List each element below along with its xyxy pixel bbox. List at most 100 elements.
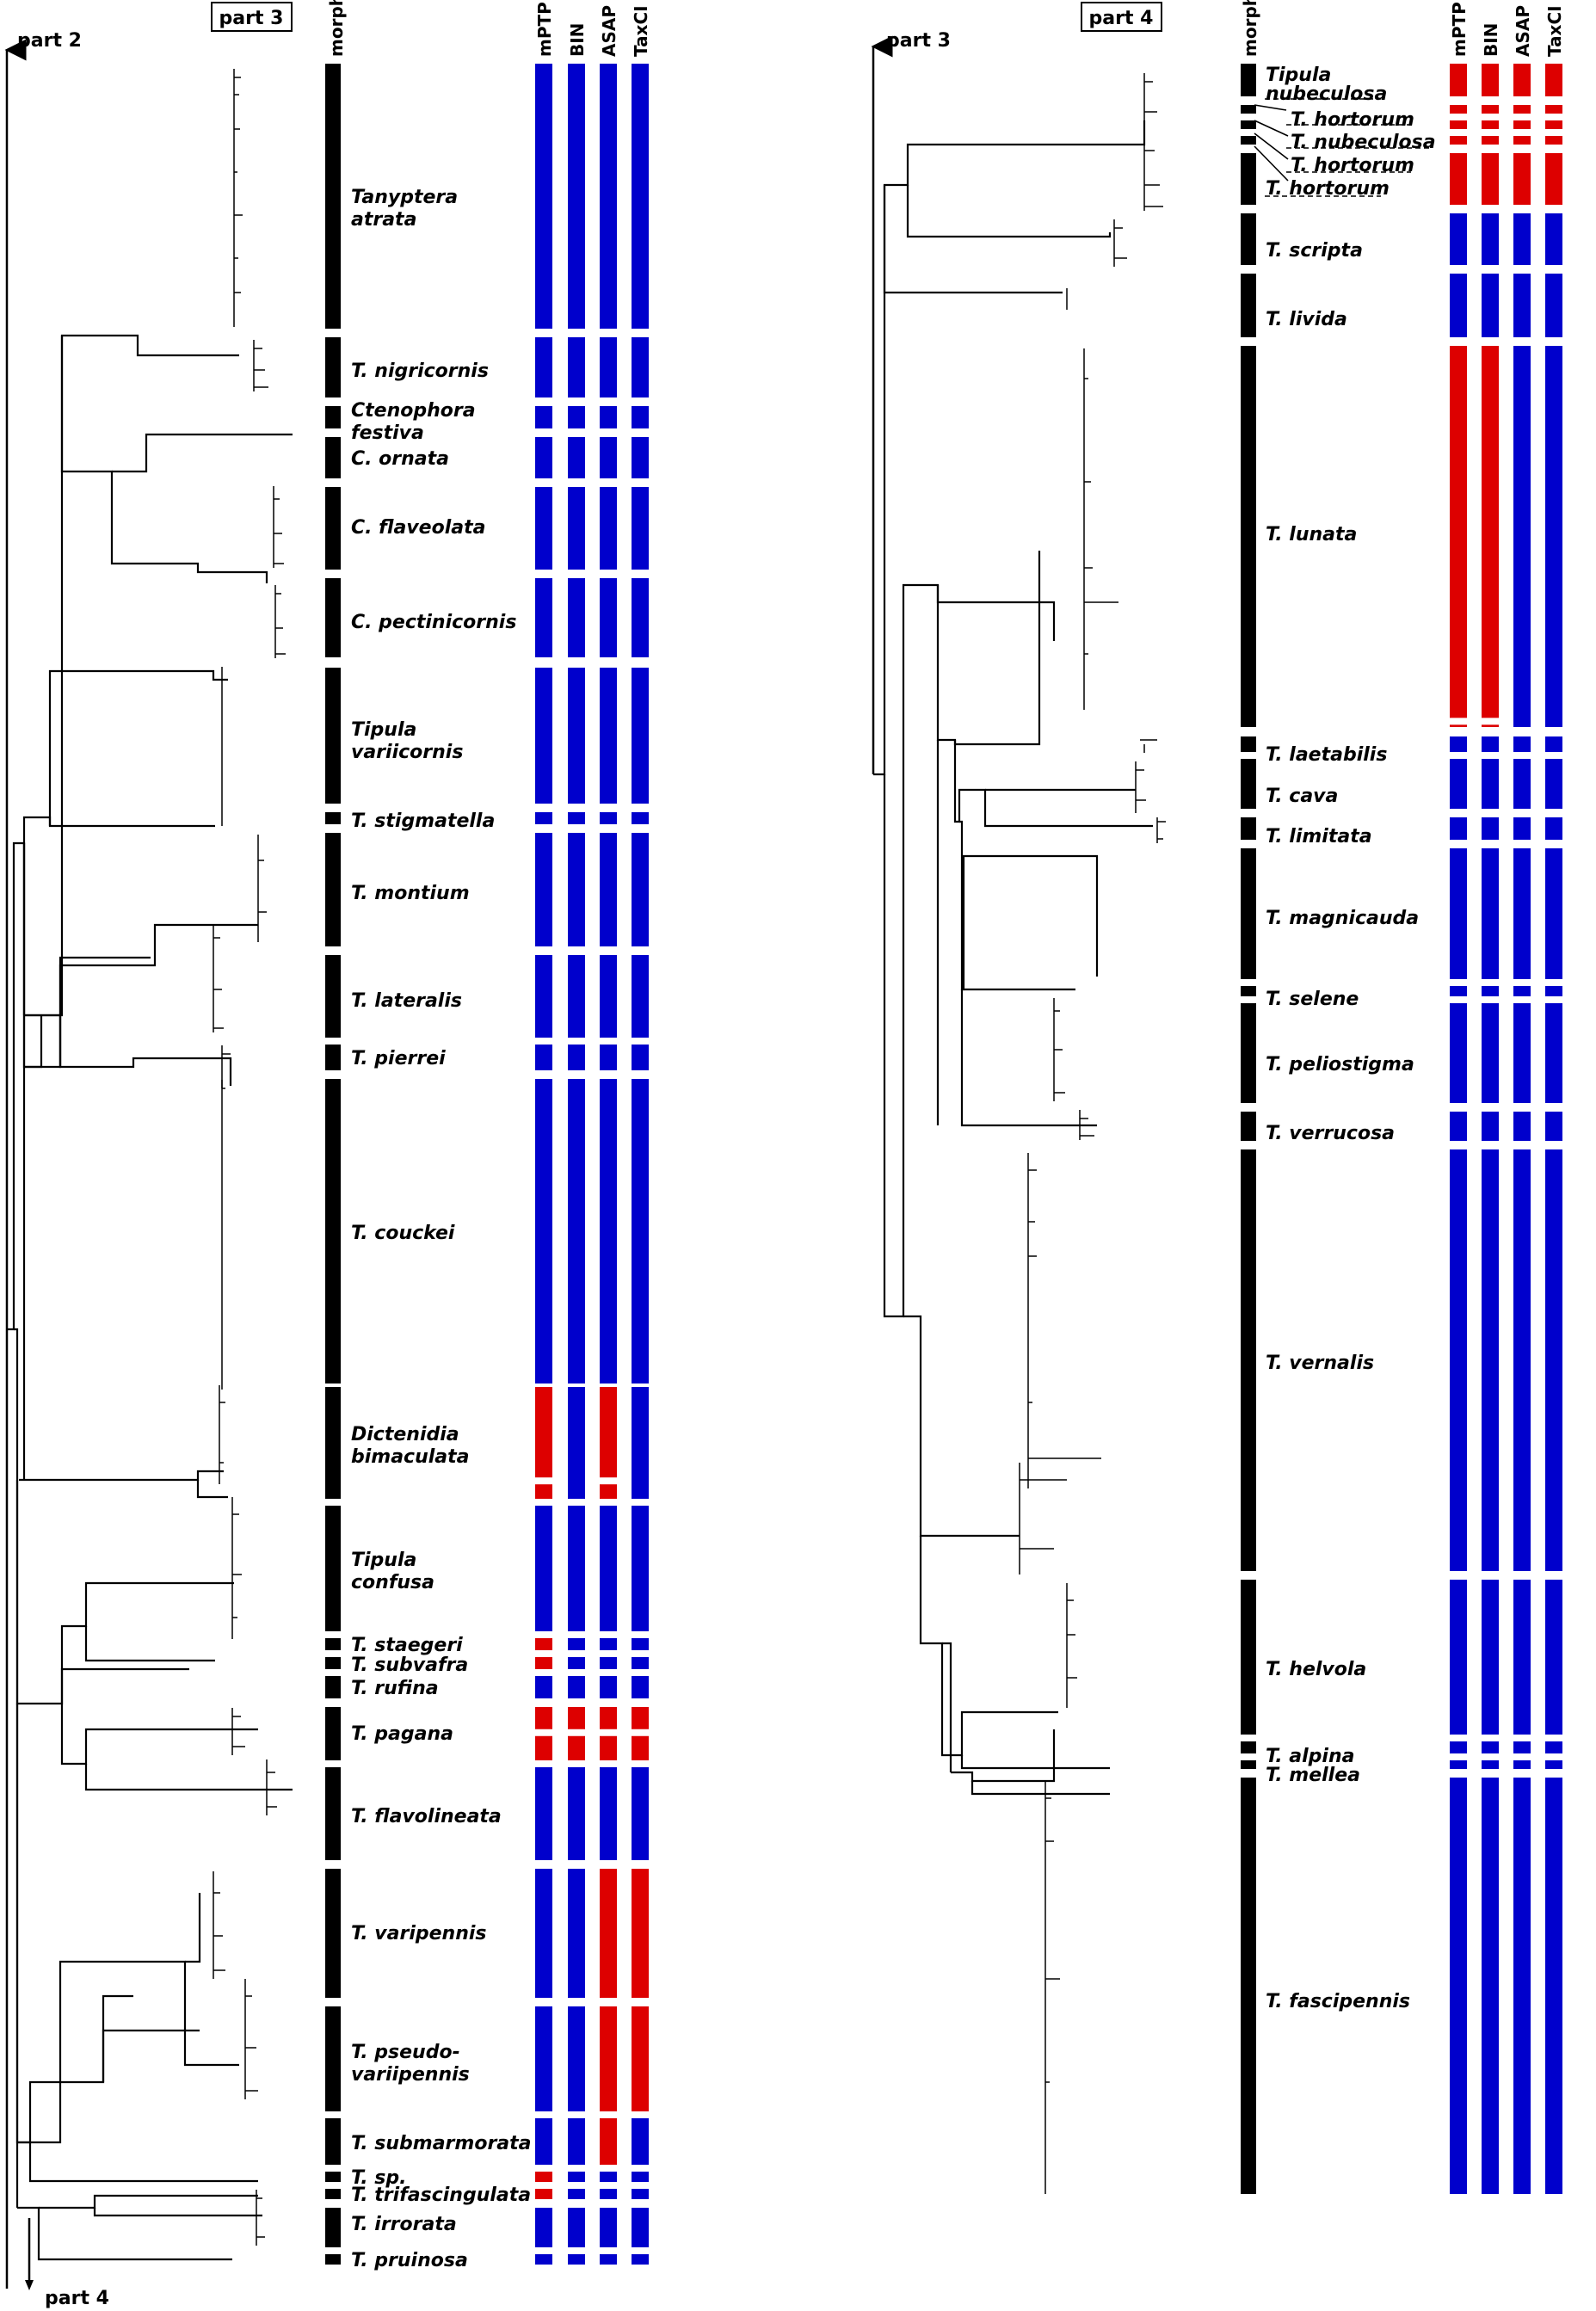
method-bar-taxci [632,1045,649,1070]
method-bar-bin [1482,1149,1499,1571]
method-bar-bin [568,2172,585,2182]
morph-bar [1241,120,1256,129]
left-taxon-row: T. staegeri [325,1635,649,1656]
morph-bar [325,2208,341,2247]
morph-bar [325,437,341,478]
method-bar-bin [568,1657,585,1669]
right-taxon-row: T. livida [1241,274,1562,337]
method-bar-asap [600,337,617,397]
morph-bar [1241,1778,1256,2194]
method-bar-mptp [1450,120,1467,129]
method-bar-taxci [632,487,649,570]
taxon-label: T. helvola [1266,1659,1366,1680]
method-bar-asap [600,1676,617,1698]
method-bar-mptp [535,406,552,428]
morph-bar [325,487,341,570]
method-bar-taxci [632,2172,649,2182]
morph-bar [325,955,341,1038]
method-bar-bin [1482,1003,1499,1103]
method-bar-taxci [1545,1760,1562,1769]
method-bar-asap [1513,213,1531,265]
left-taxon-row: T. nigricornis [325,337,649,397]
method-bar-bin [568,406,585,428]
method-bar-asap [600,1506,617,1631]
left-taxon-row: T. submarmorata [325,2118,649,2165]
left-taxon-row: T. lateralis [325,955,649,1038]
morph-bar [325,2172,341,2182]
morph-bar [1241,213,1256,265]
morph-bar [1241,1003,1256,1103]
method-bar-taxci [632,668,649,804]
method-bar-mptp [535,64,552,329]
taxon-label: nubeculosa [1266,83,1387,105]
right-taxon-row: T. verrucosa [1241,1112,1562,1144]
method-bar-mptp [1450,986,1467,996]
method-bar-taxci [632,2006,649,2111]
method-bar-asap [600,812,617,824]
right-taxon-row: T. limitata [1241,817,1562,847]
method-bar-mptp [535,1484,552,1499]
method-bar-taxci [632,1506,649,1631]
method-bar-asap [600,1657,617,1669]
morph-bar [325,1506,341,1631]
method-bar-bin [1482,1112,1499,1141]
method-bar-asap [600,2208,617,2247]
method-bar-taxci [1545,986,1562,996]
taxon-label: festiva [351,422,424,444]
method-bar-mptp [1450,1003,1467,1103]
right-box-title: part 4 [1089,8,1154,29]
taxon-label: T. hortorum [1291,155,1414,176]
method-bar-mptp [1450,1149,1467,1571]
method-bar-asap [600,668,617,804]
right-taxon-row: T. hortorum [1241,105,1562,131]
left-bottom-label: part 4 [45,2288,109,2309]
morph-bar [325,2189,341,2199]
method-bar-taxci [632,337,649,397]
left-header-asap: ASAP [599,5,619,57]
morph-bar [1241,274,1256,337]
method-bar-asap [1513,346,1531,727]
method-bar-bin [1482,759,1499,809]
method-bar-taxci [632,437,649,478]
method-bar-mptp [535,578,552,657]
method-bar-bin [568,64,585,329]
taxon-label: T. fascipennis [1266,1991,1410,2012]
method-bar-taxci [632,1707,649,1729]
method-bar-taxci [632,833,649,946]
method-bar-taxci [1545,1149,1562,1571]
taxon-label: T. subvafra [351,1655,468,1676]
taxon-label: atrata [351,209,416,231]
method-bar-mptp [535,1676,552,1698]
taxon-label: T. varipennis [351,1923,487,1944]
morph-bar [1241,759,1256,809]
method-bar-mptp [1450,848,1467,979]
method-bar-mptp [535,2172,552,2182]
taxon-label: T. hortorum [1266,178,1390,200]
taxon-label: confusa [351,1572,434,1593]
morph-bar [1241,848,1256,979]
right-taxon-row: T. hortorum [1241,153,1562,205]
method-bar-asap [600,1869,617,1998]
morph-bar [1241,346,1256,727]
taxon-label: T. lateralis [351,990,462,1012]
morph-bar [325,1045,341,1070]
method-bar-mptp [1450,213,1467,265]
taxon-label: T. stigmatella [351,810,495,832]
taxon-label: T. nigricornis [351,361,489,382]
morph-bar [1241,1741,1256,1753]
method-bar-asap [1513,274,1531,337]
method-bar-taxci [632,578,649,657]
method-bar-mptp [1450,136,1467,145]
taxon-label: T. peliostigma [1266,1054,1414,1075]
morph-bar [1241,64,1256,96]
method-bar-mptp [535,437,552,478]
method-bar-taxci [1545,64,1562,96]
method-bar-bin [1482,1741,1499,1753]
taxon-label: T. limitata [1266,826,1372,847]
method-bar-taxci [1545,1112,1562,1141]
method-bar-bin [1482,1778,1499,2194]
left-taxon-row: T. pagana [325,1707,649,1760]
method-bar-taxci [1545,848,1562,979]
